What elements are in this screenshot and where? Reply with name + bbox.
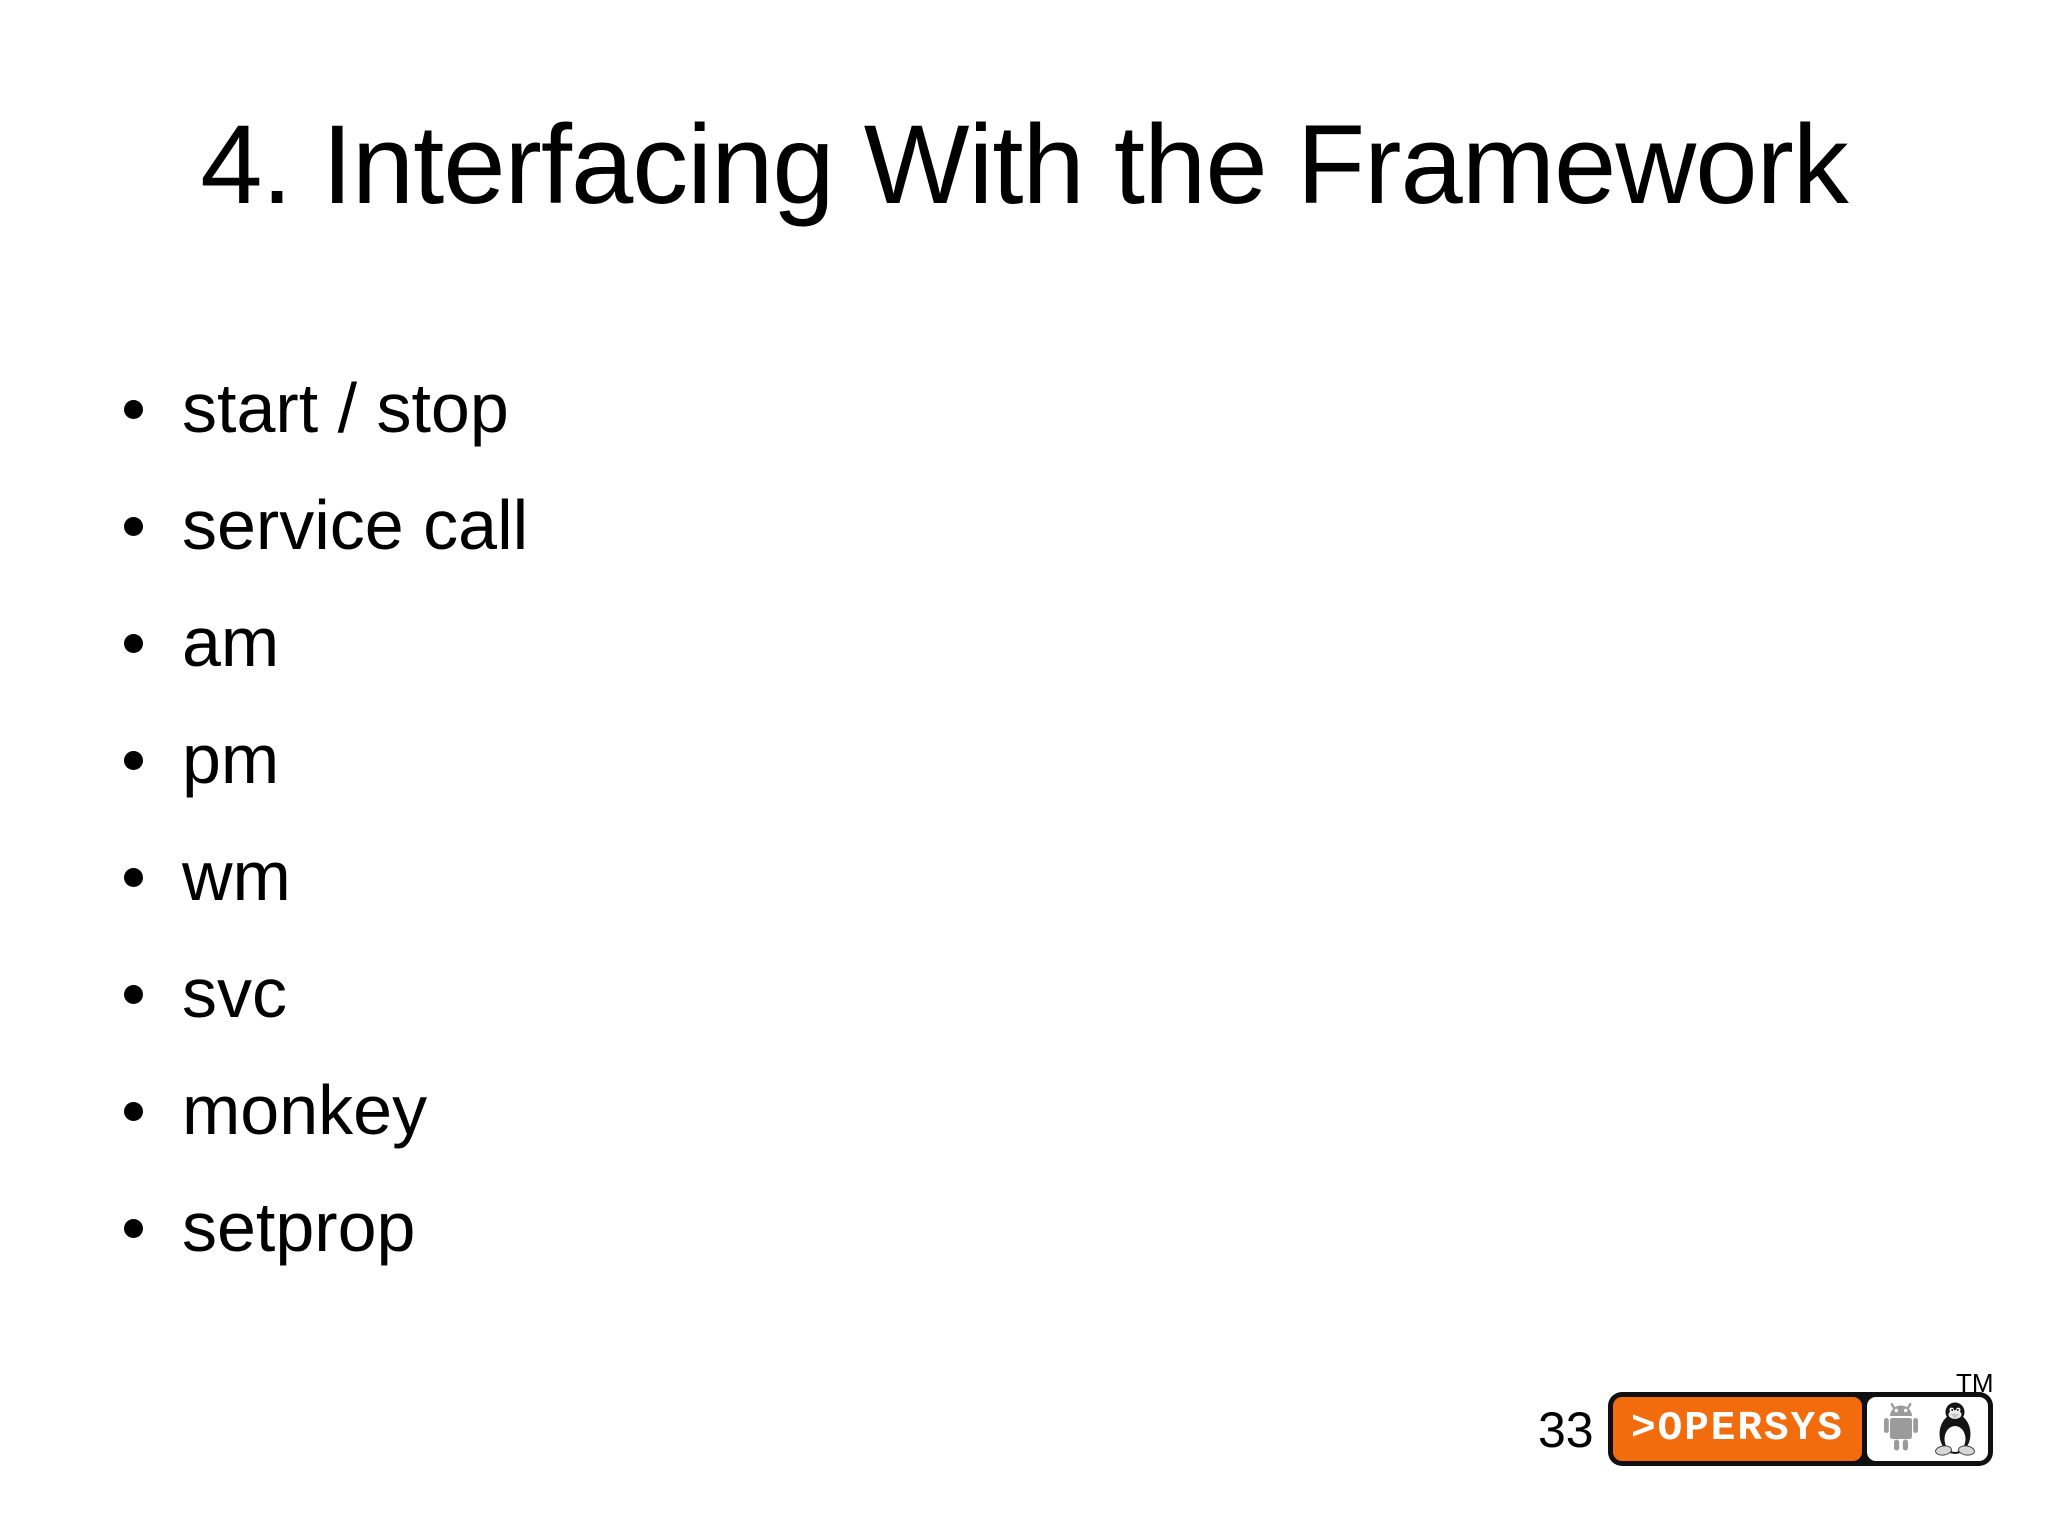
page-number: 33 <box>1538 1402 1594 1458</box>
opersys-logo-brand: >OPERSYS <box>1613 1397 1862 1461</box>
bullet-text: monkey <box>182 1071 428 1149</box>
bullet-text: pm <box>182 720 280 798</box>
bullet-icon <box>124 1219 143 1238</box>
list-item: setprop <box>120 1169 1948 1286</box>
bullet-text: setprop <box>182 1188 416 1266</box>
bullet-icon <box>124 985 143 1004</box>
list-item: wm <box>120 818 1948 935</box>
list-item: monkey <box>120 1052 1948 1169</box>
trademark-label: TM <box>1956 1368 1994 1398</box>
tux-penguin-icon <box>1932 1401 1978 1457</box>
opersys-logo: >OPERSYS <box>1608 1392 1993 1466</box>
bullet-icon <box>124 634 143 653</box>
android-robot-icon <box>1877 1401 1925 1457</box>
bullet-list: start / stop service call am pm wm svc m… <box>120 350 1948 1286</box>
bullet-text: start / stop <box>182 369 509 447</box>
list-item: svc <box>120 935 1948 1052</box>
opersys-logo-icons <box>1866 1397 1988 1461</box>
bullet-text: am <box>182 603 280 681</box>
slide-title: 4. Interfacing With the Framework <box>200 102 1849 227</box>
list-item: pm <box>120 701 1948 818</box>
bullet-text: svc <box>182 954 287 1032</box>
list-item: start / stop <box>120 350 1948 467</box>
opersys-logo-text: >OPERSYS <box>1631 1406 1844 1452</box>
bullet-icon <box>124 868 143 887</box>
bullet-icon <box>124 400 143 419</box>
list-item: service call <box>120 467 1948 584</box>
bullet-icon <box>124 517 143 536</box>
bullet-text: service call <box>182 486 529 564</box>
bullet-text: wm <box>182 837 291 915</box>
list-item: am <box>120 584 1948 701</box>
bullet-icon <box>124 751 143 770</box>
bullet-icon <box>124 1102 143 1121</box>
